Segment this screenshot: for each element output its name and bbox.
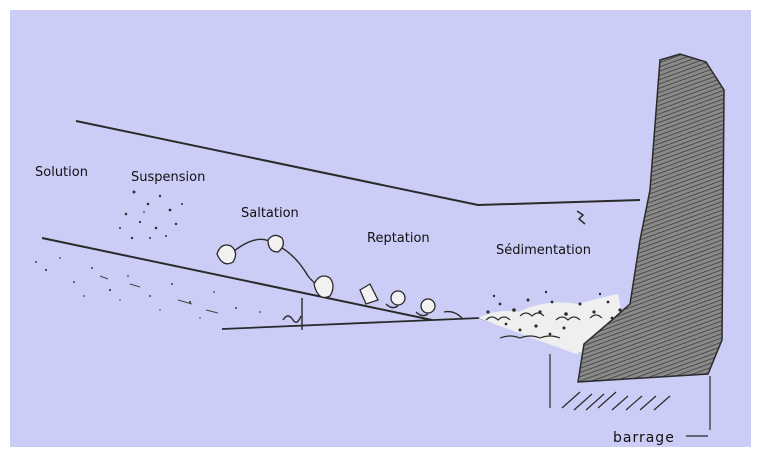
label-barrage: barrage	[613, 430, 675, 446]
label-suspension: Suspension	[131, 170, 205, 185]
horizontal-reference-line	[222, 318, 480, 329]
label-reptation: Reptation	[367, 231, 430, 246]
foundation-hatching	[562, 392, 670, 410]
label-sedimentation: Sédimentation	[496, 243, 591, 258]
label-solution: Solution	[35, 165, 88, 180]
dam-wall	[578, 54, 724, 382]
water-level-mark	[577, 211, 585, 224]
saltation-particles	[217, 235, 333, 297]
reptation-particles	[360, 284, 435, 313]
bed-texture	[35, 257, 261, 319]
label-saltation: Saltation	[241, 206, 299, 221]
angle-alpha-symbol	[283, 316, 301, 322]
suspension-particles	[119, 191, 183, 240]
water-surface-line	[76, 121, 640, 205]
riverbed-line	[42, 238, 432, 320]
